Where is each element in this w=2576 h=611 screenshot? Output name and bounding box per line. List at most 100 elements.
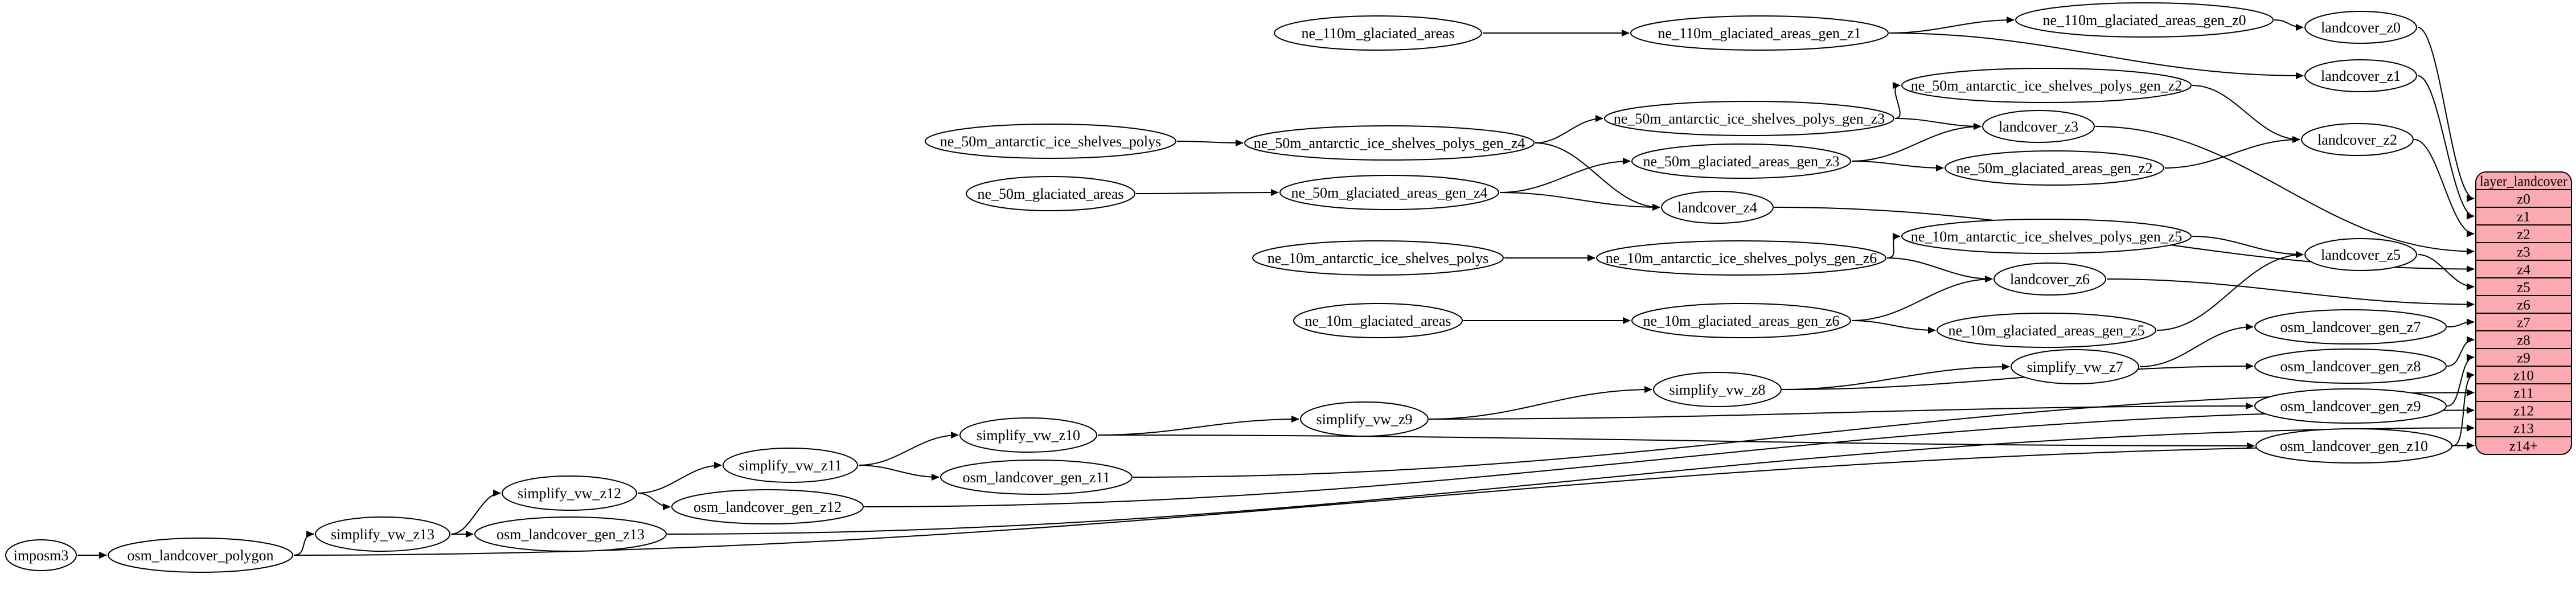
node-label: ne_50m_glaciated_areas_gen_z3 <box>1643 153 1839 170</box>
table-row-z10: z10 <box>2513 368 2534 383</box>
edge-simplify_vw_z11-to-simplify_vw_z10 <box>858 431 959 466</box>
edges-layer <box>77 16 2475 559</box>
node-simplify_vw_z7: simplify_vw_z7 <box>2011 349 2139 384</box>
node-label: osm_landcover_gen_z9 <box>2280 398 2421 415</box>
node-osm_landcover_gen_z9: osm_landcover_gen_z9 <box>2254 388 2447 424</box>
node-simplify_vw_z10: simplify_vw_z10 <box>959 417 1097 453</box>
node-ellipse <box>1901 68 2192 103</box>
node-ellipse <box>1661 191 1774 224</box>
edge-ne_110m_glaciated_areas_gen_z1-to-landcover_z1 <box>1889 32 2304 80</box>
node-ne_50m_antarctic_ice_shelves_polys_gen_z3: ne_50m_antarctic_ice_shelves_polys_gen_z… <box>1604 101 1894 136</box>
node-osm_landcover_gen_z13: osm_landcover_gen_z13 <box>474 516 667 552</box>
node-label: ne_110m_glaciated_areas_gen_z0 <box>2042 12 2246 28</box>
node-label: simplify_vw_z8 <box>1670 382 1766 398</box>
node-label: landcover_z4 <box>1677 199 1757 216</box>
edge-landcover_z0-to-z0 <box>2417 27 2475 202</box>
edge-ne_10m_glaciated_areas_gen_z5-to-landcover_z5 <box>2156 251 2304 331</box>
edge-ne_50m_glaciated_areas_gen_z3-to-ne_50m_glaciated_areas_gen_z2 <box>1851 161 1944 172</box>
edge-simplify_vw_z10-to-simplify_vw_z9 <box>1097 415 1299 436</box>
node-ne_10m_glaciated_areas: ne_10m_glaciated_areas <box>1293 303 1463 338</box>
table-row-z1: z1 <box>2517 209 2530 224</box>
node-landcover_z0: landcover_z0 <box>2304 11 2417 44</box>
node-label: landcover_z0 <box>2321 19 2401 36</box>
node-label: landcover_z2 <box>2317 132 2397 148</box>
edge-landcover_z5-to-z5 <box>2417 254 2475 290</box>
layer-landcover-table: layer_landcoverz0z1z2z3z4z5z6z7z8z9z10z1… <box>2475 171 2572 455</box>
edge-ne_50m_antarctic_ice_shelves_polys_gen_z2-to-landcover_z2 <box>2192 85 2300 143</box>
node-ellipse <box>1631 303 1851 338</box>
edge-osm_landcover_polygon-to-z14+ <box>293 442 2475 556</box>
node-ellipse <box>940 460 1133 495</box>
node-ne_110m_glaciated_areas: ne_110m_glaciated_areas <box>1274 15 1482 51</box>
node-ellipse <box>1252 240 1504 276</box>
node-ellipse <box>1937 313 2156 348</box>
edge-ne_50m_antarctic_ice_shelves_polys_gen_z4-to-ne_50m_antarctic_ice_shelves_polys_gen_z3 <box>1535 114 1603 143</box>
node-label: imposm3 <box>14 547 69 564</box>
node-osm_landcover_gen_z7: osm_landcover_gen_z7 <box>2254 309 2447 345</box>
node-ellipse <box>925 124 1176 159</box>
node-label: osm_landcover_gen_z11 <box>963 469 1110 486</box>
node-ne_50m_antarctic_ice_shelves_polys_gen_z2: ne_50m_antarctic_ice_shelves_polys_gen_z… <box>1901 68 2192 103</box>
node-ne_110m_glaciated_areas_gen_z1: ne_110m_glaciated_areas_gen_z1 <box>1630 15 1889 51</box>
node-label: simplify_vw_z13 <box>331 526 434 543</box>
node-simplify_vw_z9: simplify_vw_z9 <box>1300 401 1429 437</box>
edge-simplify_vw_z9-to-osm_landcover_gen_z9 <box>1429 402 2254 420</box>
node-ne_10m_antarctic_ice_shelves_polys: ne_10m_antarctic_ice_shelves_polys <box>1252 240 1504 276</box>
edge-osm_landcover_gen_z9-to-z9 <box>2447 354 2475 407</box>
node-ne_50m_glaciated_areas: ne_50m_glaciated_areas <box>966 176 1135 211</box>
node-ellipse <box>1945 150 2164 186</box>
node-ellipse <box>671 489 864 524</box>
edge-simplify_vw_z8-to-osm_landcover_gen_z8 <box>1782 362 2254 390</box>
node-ellipse <box>108 538 293 573</box>
edge-ne_50m_antarctic_ice_shelves_polys_gen_z3-to-landcover_z3 <box>1894 118 1982 130</box>
node-ne_110m_glaciated_areas_gen_z0: ne_110m_glaciated_areas_gen_z0 <box>2015 2 2274 38</box>
table-row-z2: z2 <box>2517 227 2530 242</box>
node-ellipse <box>502 475 637 511</box>
node-ellipse <box>959 417 1097 453</box>
node-landcover_z1: landcover_z1 <box>2304 59 2417 92</box>
node-label: ne_50m_antarctic_ice_shelves_polys_gen_z… <box>1911 77 2183 94</box>
edge-osm_landcover_gen_z11-to-z11 <box>1133 389 2475 478</box>
node-ellipse <box>1982 110 2095 143</box>
edge-ne_50m_glaciated_areas_gen_z4-to-ne_50m_glaciated_areas_gen_z3 <box>1499 157 1631 193</box>
node-osm_landcover_gen_z12: osm_landcover_gen_z12 <box>671 489 864 524</box>
edge-ne_10m_antarctic_ice_shelves_polys_gen_z6-to-ne_10m_antarctic_ice_shelves_polys_gen_z5 <box>1886 232 1901 259</box>
node-landcover_z2: landcover_z2 <box>2301 123 2414 156</box>
node-label: osm_landcover_gen_z8 <box>2280 358 2421 375</box>
edge-ne_10m_antarctic_ice_shelves_polys_gen_z6-to-landcover_z6 <box>1886 257 1993 283</box>
node-landcover_z4: landcover_z4 <box>1661 191 1774 224</box>
edge-ne_110m_glaciated_areas_gen_z1-to-ne_110m_glaciated_areas_gen_z0 <box>1889 16 2015 34</box>
node-label: osm_landcover_gen_z12 <box>694 499 842 515</box>
node-ellipse <box>1274 15 1482 51</box>
edge-osm_landcover_polygon-to-simplify_vw_z13 <box>293 530 314 556</box>
node-ellipse <box>1604 101 1894 136</box>
table-row-z8: z8 <box>2517 333 2530 348</box>
node-ellipse <box>2304 11 2417 44</box>
node-ne_50m_antarctic_ice_shelves_polys_gen_z4: ne_50m_antarctic_ice_shelves_polys_gen_z… <box>1244 125 1535 161</box>
edge-osm_landcover_gen_z12-to-z12 <box>864 407 2475 507</box>
node-ellipse <box>2011 349 2139 384</box>
edge-simplify_vw_z12-to-osm_landcover_gen_z12 <box>637 493 671 511</box>
node-label: simplify_vw_z9 <box>1316 411 1413 428</box>
node-label: landcover_z6 <box>2010 271 2090 288</box>
table-row-z12: z12 <box>2513 403 2534 419</box>
node-ellipse <box>966 176 1135 211</box>
node-simplify_vw_z11: simplify_vw_z11 <box>723 448 858 483</box>
edge-simplify_vw_z7-to-osm_landcover_gen_z7 <box>2139 323 2254 367</box>
node-label: simplify_vw_z7 <box>2027 359 2123 375</box>
node-label: landcover_z3 <box>1999 118 2078 135</box>
node-ne_10m_glaciated_areas_gen_z5: ne_10m_glaciated_areas_gen_z5 <box>1937 313 2156 348</box>
node-label: ne_10m_antarctic_ice_shelves_polys_gen_z… <box>1911 228 2183 245</box>
node-ellipse <box>1631 143 1851 179</box>
edge-ne_50m_antarctic_ice_shelves_polys_gen_z3-to-ne_50m_antarctic_ice_shelves_polys_gen_z2 <box>1892 81 1901 119</box>
node-ellipse <box>1630 15 1889 51</box>
edge-ne_10m_glaciated_areas_gen_z6-to-landcover_z6 <box>1851 275 1993 321</box>
node-ellipse <box>2255 428 2452 464</box>
node-ellipse <box>1293 303 1463 338</box>
node-label: ne_10m_glaciated_areas_gen_z6 <box>1643 313 1839 329</box>
node-ne_10m_antarctic_ice_shelves_polys_gen_z5: ne_10m_antarctic_ice_shelves_polys_gen_z… <box>1901 219 2192 254</box>
edge-ne_50m_glaciated_areas-to-ne_50m_glaciated_areas_gen_z4 <box>1135 188 1279 196</box>
node-ellipse <box>1244 125 1535 161</box>
node-osm_landcover_polygon: osm_landcover_polygon <box>108 538 293 573</box>
